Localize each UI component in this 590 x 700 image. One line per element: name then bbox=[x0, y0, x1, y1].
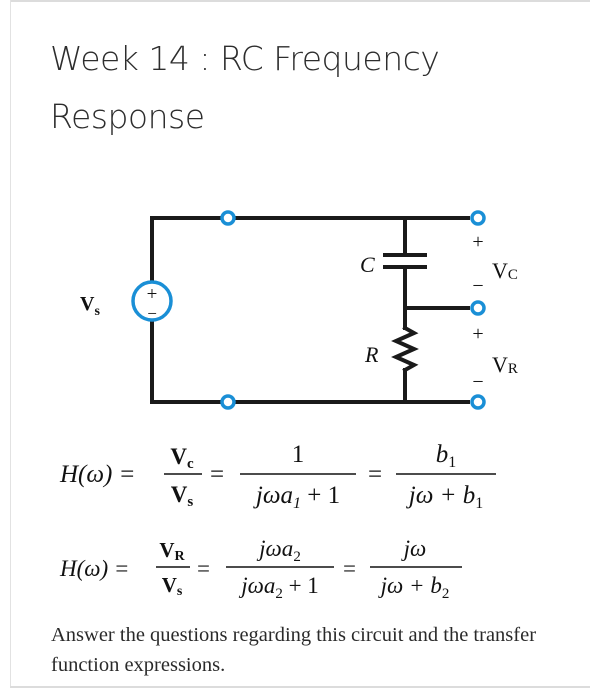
eq2-lhs: H(ω) = bbox=[59, 556, 129, 581]
eq2-ratio-numerator: VR bbox=[159, 538, 185, 564]
vc-label: VC bbox=[492, 258, 518, 283]
terminal-top-right[interactable] bbox=[470, 210, 486, 226]
page-title: Week 14 : RC Frequency Response bbox=[50, 30, 550, 146]
eq2-ratio-denominator: Vs bbox=[162, 573, 183, 599]
terminal-bottom-left[interactable] bbox=[220, 394, 236, 410]
eq1-frac2-numerator: b1 bbox=[436, 441, 457, 471]
resistor-zigzag bbox=[391, 325, 419, 373]
frame-left-border bbox=[10, 0, 11, 688]
eq1-lhs: H(ω) = bbox=[59, 461, 135, 488]
eq1-equals-1: = bbox=[210, 461, 224, 488]
resistor-label: R bbox=[364, 342, 379, 367]
eq1-frac1-numerator: 1 bbox=[292, 441, 305, 468]
vc-plus: + bbox=[472, 231, 483, 253]
vr-minus: − bbox=[472, 371, 483, 393]
terminal-top-left[interactable] bbox=[220, 210, 236, 226]
eq2-frac1-numerator: jωa2 bbox=[256, 536, 301, 565]
source-plus: + bbox=[147, 284, 158, 305]
eq1-frac2-denominator: jω + b1 bbox=[406, 482, 483, 512]
eq1-frac1-denominator: jωa1 + 1 bbox=[253, 482, 340, 512]
page-title-line-2: Response bbox=[50, 97, 205, 136]
frame-bottom-border bbox=[10, 686, 590, 688]
transfer-function-vc: H(ω) = Vc Vs = 1 jωa1 + 1 = b1 jω + b1 bbox=[59, 441, 496, 512]
page-title-line-1: Week 14 : RC Frequency bbox=[50, 39, 440, 78]
vc-minus: − bbox=[472, 275, 483, 297]
eq2-equals-1: = bbox=[197, 556, 210, 581]
eq1-ratio-denominator: Vs bbox=[171, 482, 194, 510]
vr-label: VR bbox=[492, 352, 518, 377]
voltage-source-icon bbox=[131, 280, 173, 322]
eq2-frac2-numerator: jω bbox=[401, 536, 427, 561]
instructions-text: Answer the questions regarding this circ… bbox=[51, 624, 537, 676]
eq2-equals-2: = bbox=[343, 556, 356, 581]
terminal-mid-right[interactable] bbox=[470, 300, 486, 316]
eq1-ratio-numerator: Vc bbox=[170, 444, 194, 472]
frame-top-border bbox=[10, 0, 590, 2]
capacitor-label: C bbox=[360, 252, 375, 277]
rc-circuit-diagram: + − Vs C R + − + − VC VR bbox=[80, 210, 518, 410]
vr-plus: + bbox=[472, 323, 483, 345]
source-minus: − bbox=[147, 304, 157, 323]
eq2-frac2-denominator: jω + b2 bbox=[378, 573, 450, 602]
terminal-bottom-right[interactable] bbox=[470, 394, 486, 410]
source-label: Vs bbox=[80, 293, 100, 319]
eq2-frac1-denominator: jωa2 + 1 bbox=[238, 573, 319, 602]
transfer-function-vr: H(ω) = VR Vs = jωa2 jωa2 + 1 = jω jω + b… bbox=[59, 536, 462, 602]
eq1-equals-2: = bbox=[368, 461, 382, 488]
